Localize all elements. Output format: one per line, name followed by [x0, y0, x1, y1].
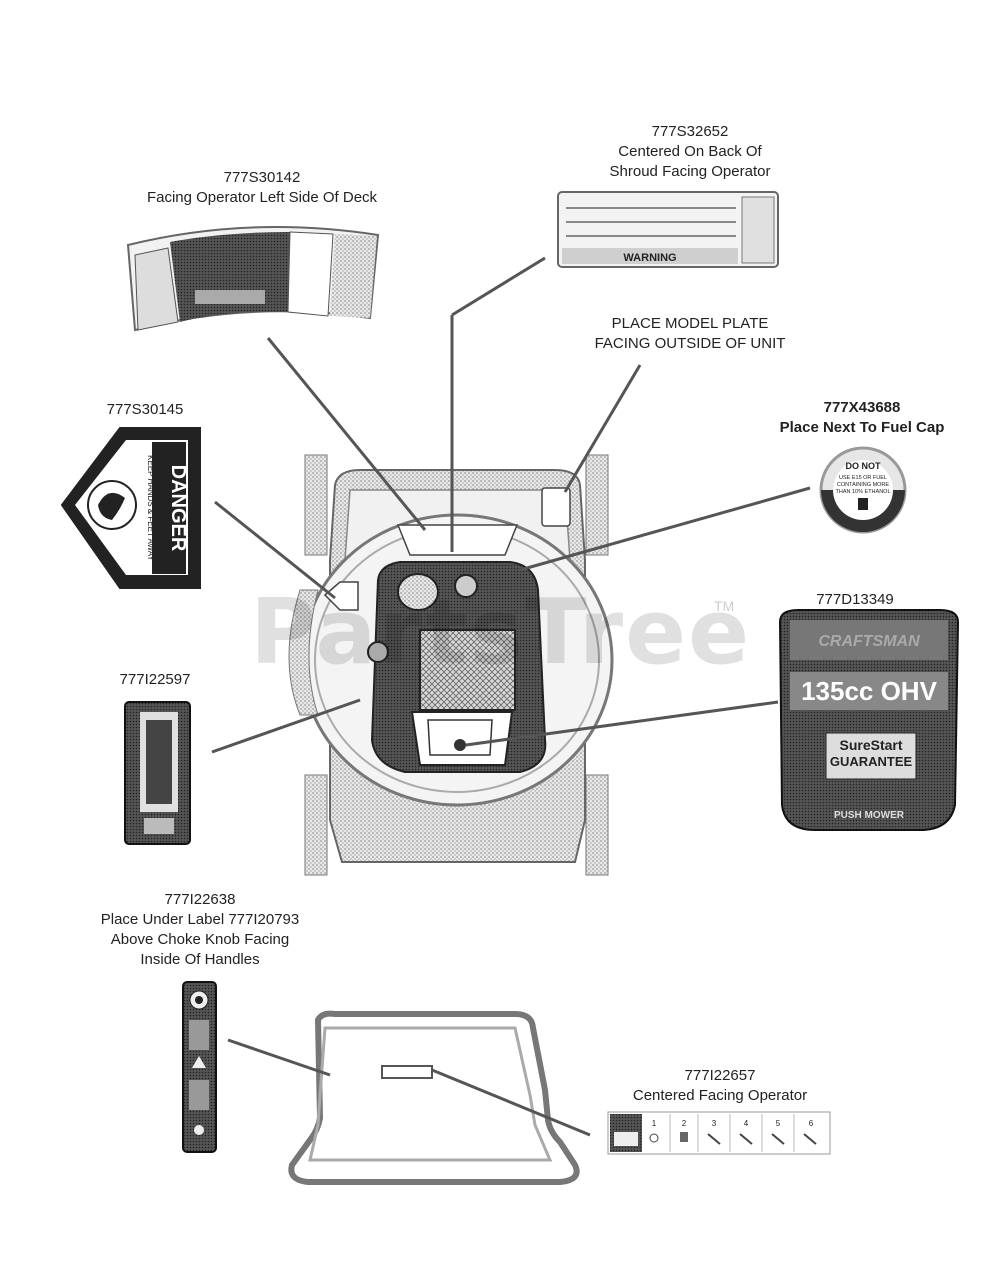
- label-model-plate: PLACE MODEL PLATE FACING OUTSIDE OF UNIT: [560, 314, 820, 354]
- leader-line: [519, 486, 811, 572]
- rear-right-wheel: [585, 454, 609, 556]
- brand-text: CRAFTSMAN: [818, 633, 920, 650]
- placement-text: Facing Operator Left Side Of Deck: [146, 189, 378, 206]
- part-number: 777D13349: [816, 591, 894, 608]
- label-777X43688: 777X43688 Place Next To Fuel Cap: [752, 398, 972, 438]
- push-mower-text: PUSH MOWER: [834, 810, 905, 821]
- leader-line: [214, 500, 336, 600]
- decal-777X43688: DO NOT USE E15 OR FUEL CONTAINING MORE T…: [819, 446, 907, 534]
- front-right-wheel: [585, 774, 609, 876]
- placement-text: Above Choke Knob Facing: [110, 931, 290, 948]
- placement-text: FACING OUTSIDE OF UNIT: [594, 335, 786, 352]
- part-number: 777X43688: [823, 399, 901, 416]
- step-number: 5: [776, 1119, 781, 1128]
- do-not-text: DO NOT: [846, 461, 882, 471]
- part-number: 777S30142: [223, 169, 301, 186]
- step-number: 4: [744, 1119, 749, 1128]
- decal-777S30142: [126, 226, 380, 332]
- placement-text: Place Next To Fuel Cap: [779, 419, 945, 436]
- part-number: 777I22597: [119, 671, 191, 688]
- deck-label-placement: [396, 524, 519, 556]
- part-number: 777I22638: [164, 891, 236, 908]
- label-777I22657: 777I22657 Centered Facing Operator: [600, 1066, 840, 1106]
- rear-left-wheel: [304, 454, 328, 556]
- fuel-cap: [397, 573, 439, 611]
- keep-away-text: KEEP HANDS & FEET AWAY: [146, 455, 155, 561]
- fuel-cap-text: USE E15 OR FUEL: [839, 475, 887, 481]
- engine-size-text: 135cc OHV: [801, 676, 938, 706]
- placement-text: Place Under Label 777I20793: [100, 911, 300, 928]
- label-777S30142: 777S30142 Facing Operator Left Side Of D…: [112, 168, 412, 208]
- front-left-wheel: [304, 774, 328, 876]
- leader-line: [465, 700, 779, 747]
- engine-label-dot: [454, 739, 466, 751]
- placement-text: Centered On Back Of: [618, 143, 762, 160]
- fuel-cap-text: THAN 10% ETHANOL: [835, 489, 890, 495]
- decal-777I22597: [124, 701, 191, 845]
- watermark: PartsTree: [250, 580, 752, 685]
- decal-777S30145: DANGER KEEP HANDS & FEET AWAY: [60, 427, 201, 589]
- danger-text: DANGER: [167, 465, 189, 552]
- surestart-text: SureStart: [839, 737, 902, 753]
- watermark-tm: TM: [714, 598, 735, 614]
- fuel-cap-text: CONTAINING MORE: [837, 482, 889, 488]
- leader-line: [431, 1068, 591, 1137]
- guarantee-text: GUARANTEE: [830, 754, 913, 769]
- danger-label-placement: [323, 581, 359, 611]
- label-777S30145: 777S30145: [70, 400, 220, 420]
- decal-777I22638: [182, 981, 217, 1153]
- step-number: 2: [682, 1119, 687, 1128]
- part-number: 777I22657: [684, 1067, 756, 1084]
- step-number: 1: [652, 1119, 657, 1128]
- decal-777D13349: CRAFTSMAN 135cc OHV SureStart GUARANTEE …: [778, 609, 960, 831]
- warning-text: WARNING: [623, 252, 676, 264]
- recoil-knob: [367, 641, 389, 663]
- leader-line: [451, 256, 546, 317]
- leader-line: [211, 698, 361, 754]
- decal-777S32652: WARNING: [557, 191, 779, 268]
- placement-text: Shroud Facing Operator: [609, 163, 771, 180]
- label-777D13349: 777D13349: [800, 590, 910, 610]
- leader-line: [266, 337, 427, 531]
- decal-777I22657: 1 2 3 4 5 6: [607, 1111, 831, 1155]
- placement-text: Centered Facing Operator: [632, 1087, 808, 1104]
- leader-line: [563, 364, 642, 493]
- mower-handle: [288, 1010, 580, 1185]
- air-filter-box: [427, 719, 493, 756]
- label-777I22597: 777I22597: [100, 670, 210, 690]
- placement-text: Inside Of Handles: [140, 951, 260, 968]
- label-777I22638: 777I22638 Place Under Label 777I20793 Ab…: [70, 890, 330, 970]
- model-plate-placement: [541, 487, 571, 527]
- placement-text: PLACE MODEL PLATE: [611, 315, 769, 332]
- step-number: 3: [712, 1119, 717, 1128]
- label-777S32652: 777S32652 Centered On Back Of Shroud Fac…: [560, 122, 820, 182]
- engine-grille: [419, 629, 516, 711]
- part-number: 777S32652: [651, 123, 729, 140]
- handle-crossbar: [381, 1065, 433, 1079]
- step-number: 6: [809, 1119, 814, 1128]
- oil-cap: [454, 574, 478, 598]
- handle-inner: [308, 1026, 553, 1162]
- part-number: 777S30145: [106, 401, 184, 418]
- leader-line: [227, 1038, 331, 1077]
